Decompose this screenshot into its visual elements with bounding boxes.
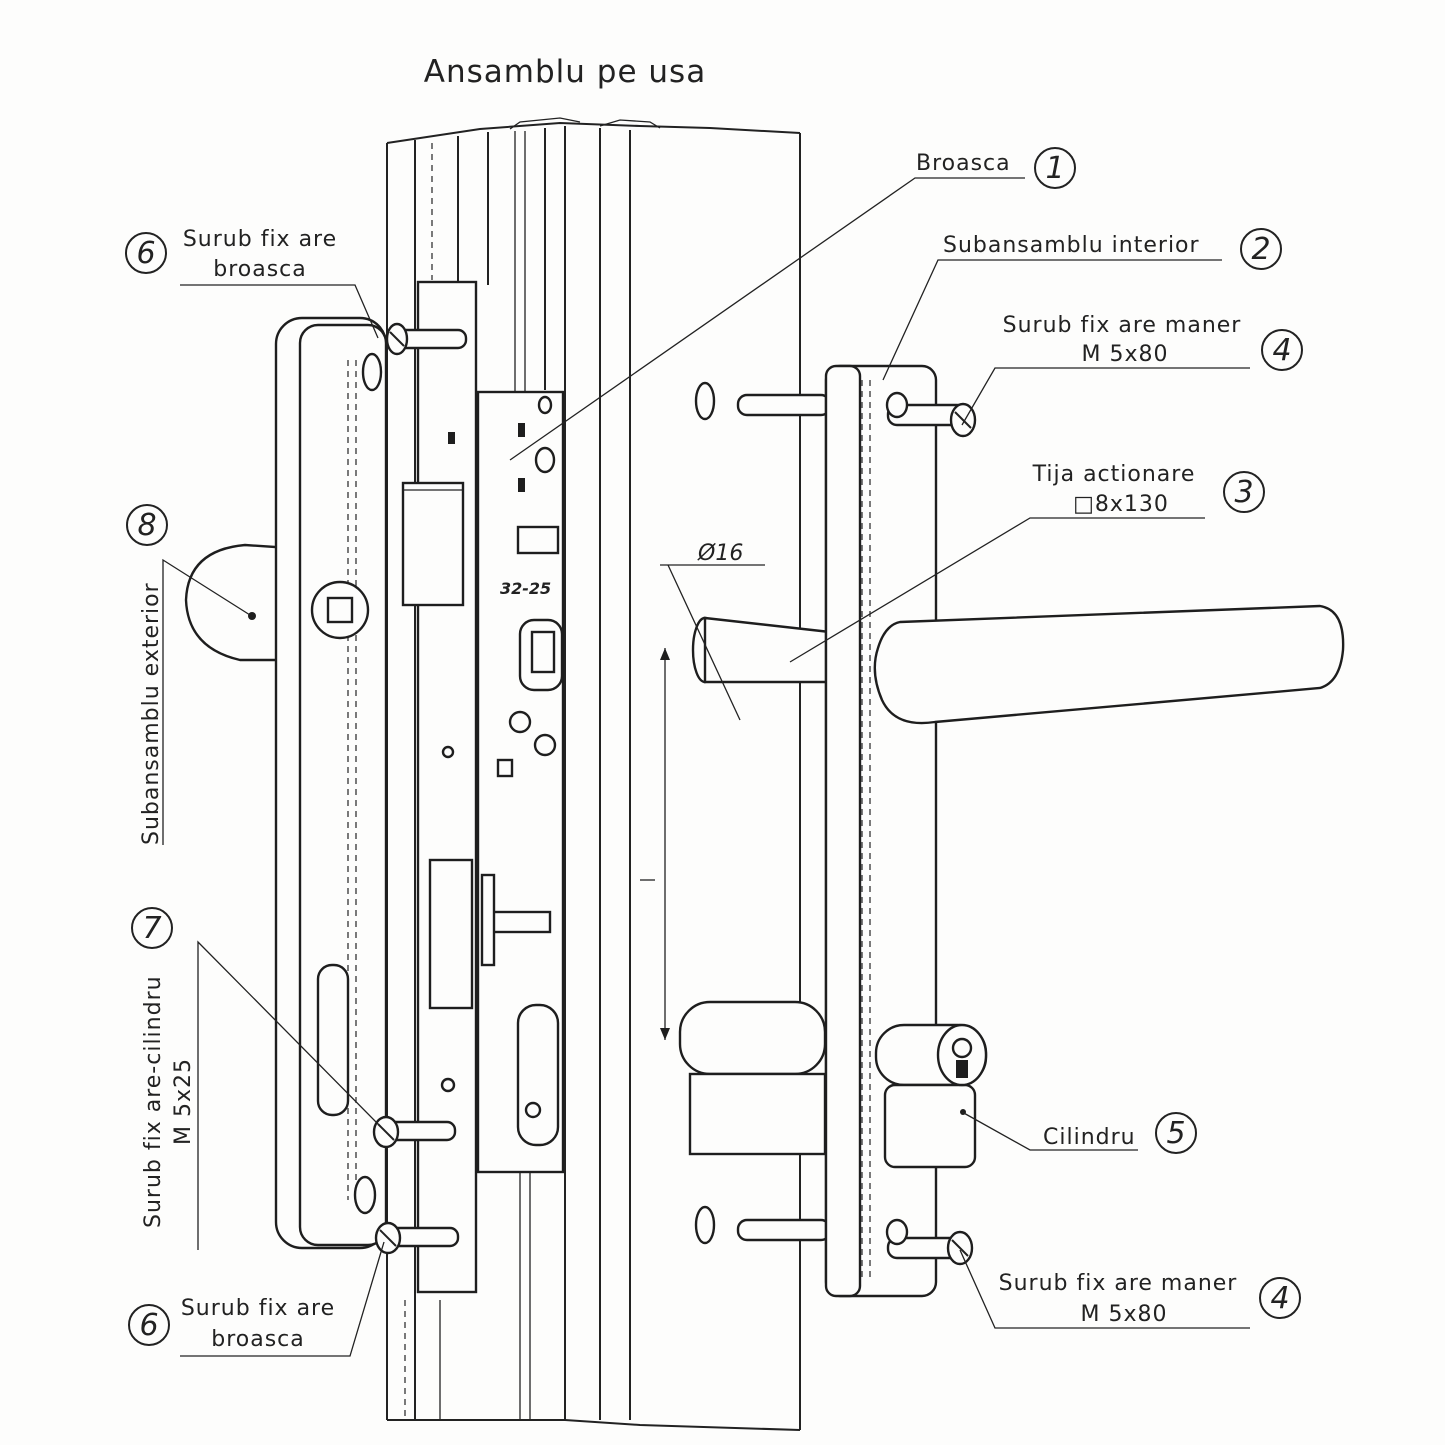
- callout-label: □8x130: [1073, 492, 1169, 517]
- callout-number: 5: [1166, 1116, 1185, 1151]
- callout-number: 3: [1234, 475, 1253, 510]
- profile-marking: 32-25: [500, 579, 551, 598]
- callout-number: 6: [139, 1308, 158, 1343]
- callout-label: Subansamblu interior: [943, 233, 1200, 258]
- callout-label: M 5x25: [171, 1058, 196, 1145]
- screw-broasca-bottom: [374, 1221, 460, 1255]
- exterior-plate: [184, 316, 388, 1250]
- screw-cilindru: [372, 1115, 457, 1149]
- callout-label: Subansamblu exterior: [139, 582, 164, 845]
- screw-broasca-top: [385, 322, 468, 356]
- callout-7: 7 Surub fix are-cilindru M 5x25: [131, 907, 196, 1228]
- callout-number: 2: [1251, 232, 1270, 267]
- callout-number: 7: [142, 911, 161, 946]
- callout-3: Tija actionare □8x130 3: [1032, 462, 1265, 517]
- callout-label: Cilindru: [1043, 1125, 1136, 1150]
- callout-5: Cilindru 5: [1043, 1112, 1197, 1154]
- callout-number: 4: [1272, 333, 1291, 368]
- callout-label: Tija actionare: [1032, 462, 1196, 487]
- callout-number: 4: [1270, 1281, 1289, 1316]
- leader-lines: [162, 177, 1250, 1357]
- callout-1: Broasca 1: [916, 147, 1076, 189]
- callout-label: broasca: [213, 257, 307, 282]
- callout-number: 6: [136, 236, 155, 271]
- callout-label: Broasca: [916, 151, 1011, 176]
- callout-label: M 5x80: [1082, 342, 1169, 367]
- callout-label: Surub fix are: [181, 1296, 335, 1321]
- callout-label: Surub fix are-cilindru: [141, 975, 166, 1228]
- dimension-diameter: Ø16: [697, 541, 743, 566]
- callout-number: 8: [137, 508, 156, 543]
- callout-6-bottom: 6 Surub fix are broasca: [128, 1296, 335, 1352]
- callout-4-bottom: Surub fix are maner M 5x80 4: [999, 1271, 1301, 1327]
- callout-8: 8 Subansamblu exterior: [126, 504, 168, 845]
- callout-label: Surub fix are: [183, 227, 337, 252]
- inner-side: Ø16: [640, 381, 832, 1245]
- callout-6-top: 6 Surub fix are broasca: [125, 227, 337, 282]
- callout-label: M 5x80: [1081, 1302, 1168, 1327]
- callout-2: Subansamblu interior 2: [943, 228, 1282, 270]
- callout-4-top: Surub fix are maner M 5x80 4: [1003, 313, 1303, 371]
- callout-number: 1: [1045, 151, 1064, 186]
- callout-label: Surub fix are maner: [1003, 313, 1242, 338]
- diagram-title: Ansamblu pe usa: [424, 54, 706, 90]
- callout-label: broasca: [211, 1327, 305, 1352]
- interior-plate: [824, 364, 1345, 1298]
- callout-label: Surub fix are maner: [999, 1271, 1238, 1296]
- door-profile: [386, 117, 801, 1431]
